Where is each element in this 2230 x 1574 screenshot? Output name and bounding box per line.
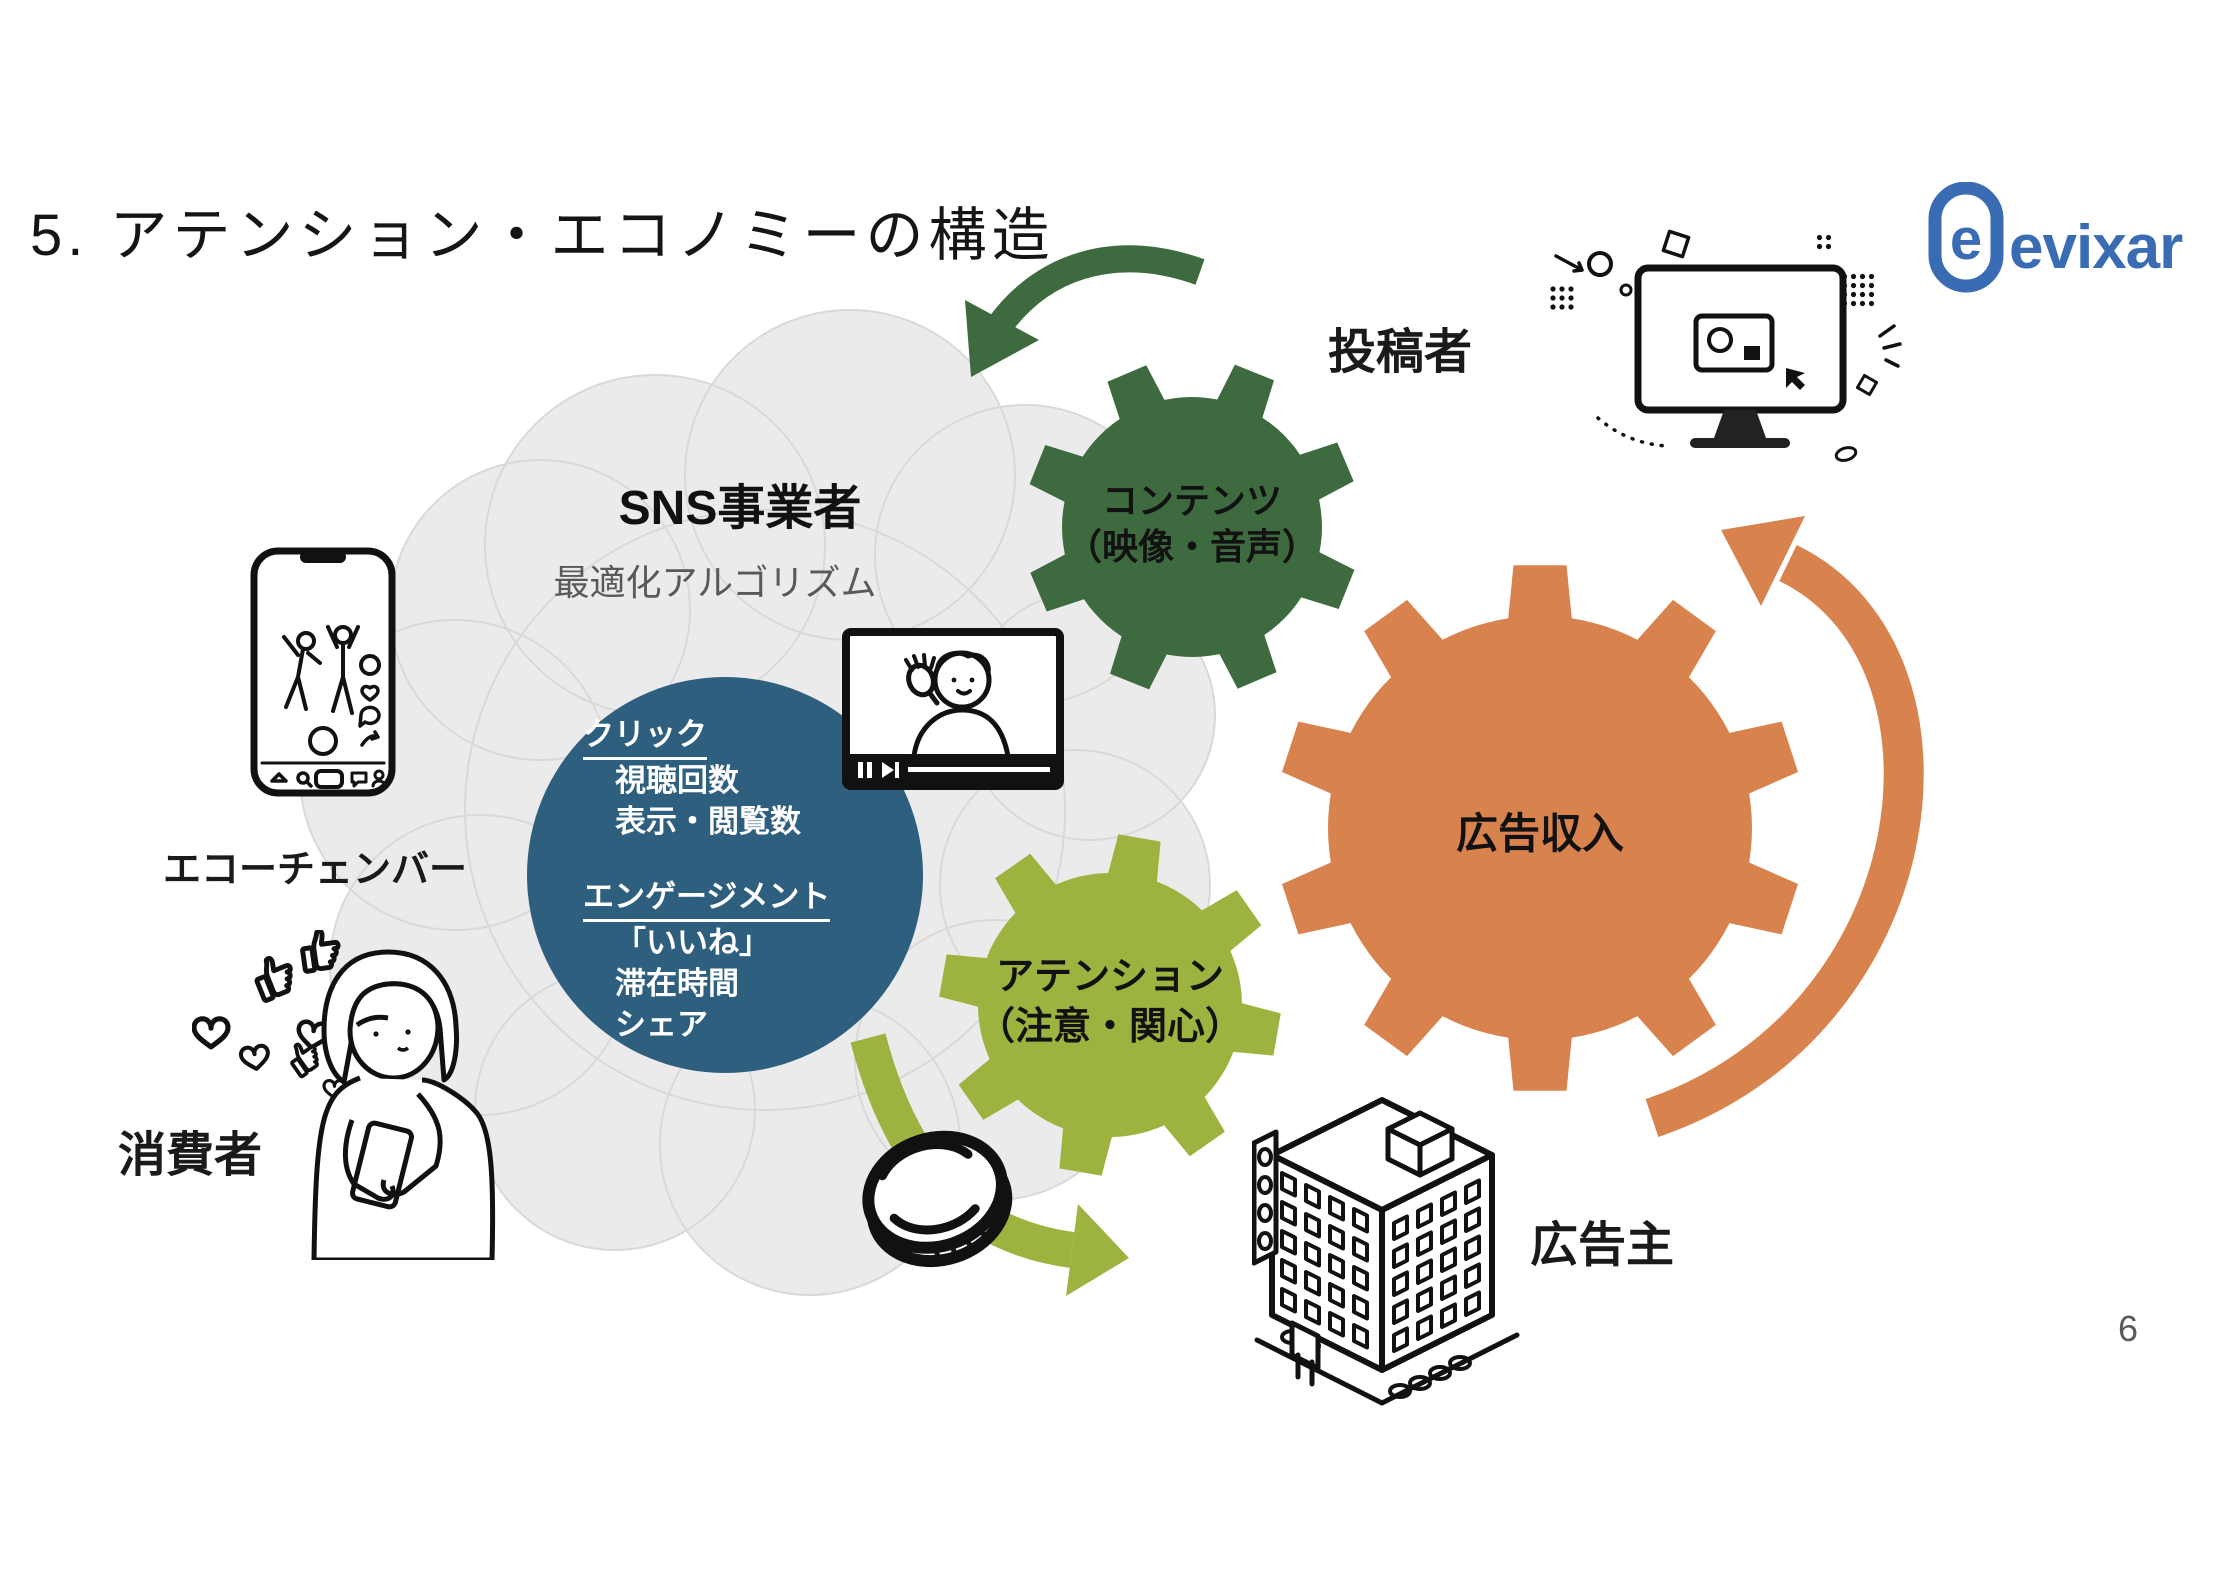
metrics-circle: [527, 677, 923, 1073]
attention-gear-label-line1: アテンション: [995, 956, 1224, 998]
metric-item: 滞在時間: [615, 966, 739, 1001]
content-flow-arrow: [989, 245, 1205, 334]
woman-with-phone-icon: [192, 930, 496, 1260]
content-flow-arrowhead: [965, 300, 1039, 377]
coin-icon: [862, 1130, 1013, 1268]
content-gear-label: コンテンツ （映像・音声）: [1032, 478, 1352, 570]
attention-gear: [939, 834, 1281, 1176]
ad-flow-arrow: [1645, 545, 1924, 1137]
metric-item: 視聴回数: [615, 763, 739, 798]
attention-gear-label: アテンション （注意・関心）: [940, 952, 1280, 1052]
echo-chamber-label: エコーチェンバー: [163, 849, 468, 891]
metric-item: 表示・閲覧数: [615, 804, 801, 839]
content-gear-label-line2: （映像・音声）: [1065, 526, 1318, 567]
evixar-logo-text: evixar: [2009, 213, 2183, 282]
content-gear: [1029, 364, 1355, 690]
attention-flow-arrowhead: [1066, 1204, 1129, 1296]
attention-gear-label-line2: （注意・関心）: [976, 1006, 1243, 1048]
engagement-heading: エンゲージメント: [583, 876, 831, 922]
page-title: 5. アテンション・エコノミーの構造: [30, 203, 1055, 268]
consumer-label: 消費者: [118, 1129, 263, 1182]
desktop-creation-icon: [1550, 229, 1902, 462]
video-player-icon: [842, 628, 1064, 790]
metric-item: 「いいね」: [615, 925, 770, 960]
click-heading: クリック: [583, 714, 707, 760]
ad-flow-arrowhead: [1721, 516, 1805, 606]
evixar-logo: e evixar: [1928, 182, 2184, 293]
advertiser-label: 広告主: [1530, 1219, 1675, 1272]
ad-revenue-gear: [1282, 565, 1798, 1091]
optimization-algorithm-subtitle: 最適化アルゴリズム: [553, 562, 877, 603]
poster-label: 投稿者: [1328, 326, 1473, 379]
metric-item: シェア: [615, 1007, 708, 1042]
sns-operator-title: SNS事業者: [618, 482, 862, 535]
ad-revenue-gear-label: 広告収入: [1455, 810, 1624, 857]
evixar-logo-icon-letter: e: [1950, 207, 1982, 272]
metrics-text: クリック 視聴回数 表示・閲覧数 エンゲージメント 「いいね」 滞在時間 シェア: [583, 714, 831, 1045]
evixar-logo-icon: [1928, 182, 2004, 293]
office-building-icon: [1252, 1097, 1520, 1406]
page-number: 6: [2118, 1308, 2139, 1349]
content-gear-label-line1: コンテンツ: [1101, 480, 1282, 521]
smartphone-shorts-app-icon: [250, 547, 396, 797]
